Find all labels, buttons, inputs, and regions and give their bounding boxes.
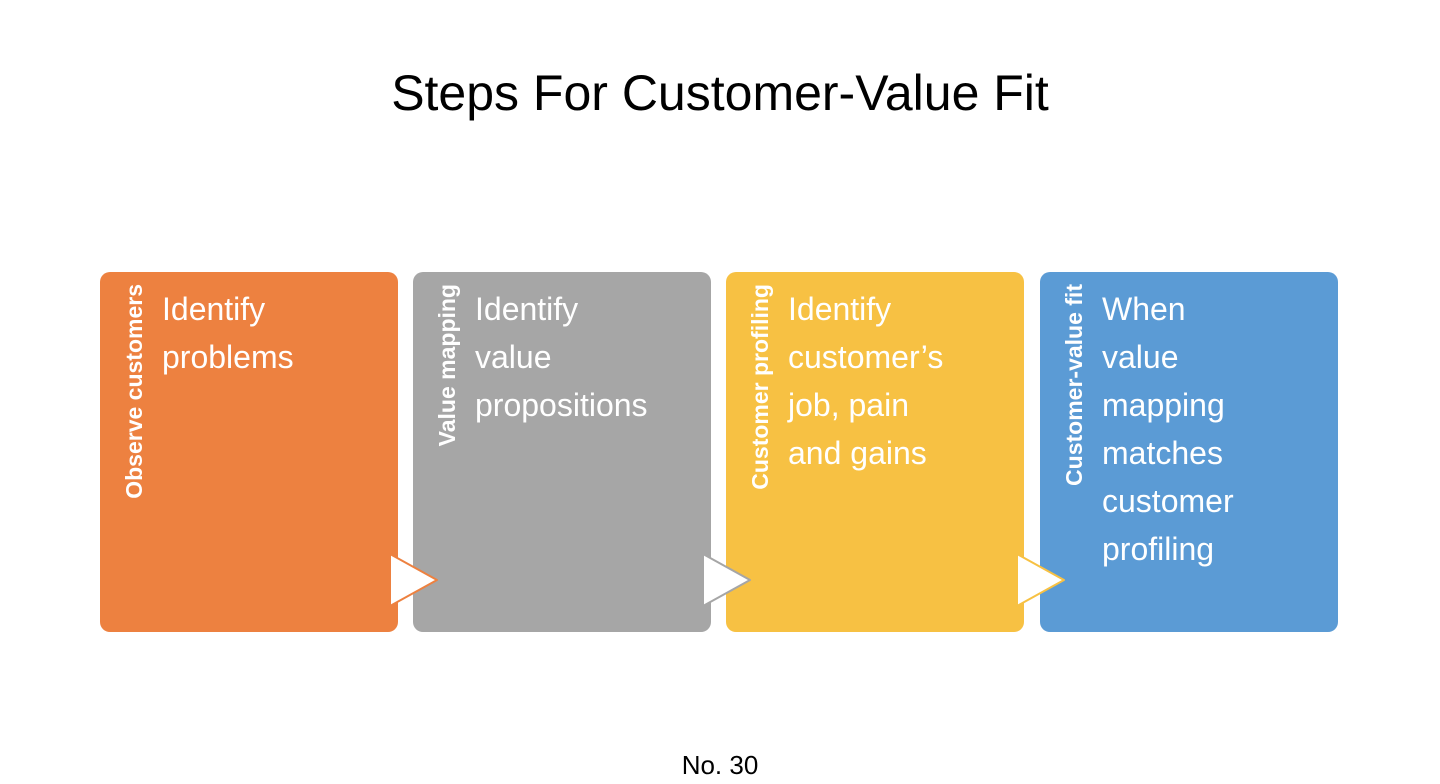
- arrow-right-icon: [1016, 553, 1065, 607]
- page-number: No. 30: [681, 750, 759, 780]
- arrow-right-icon: [702, 553, 751, 607]
- arrow-right-icon: [389, 553, 438, 607]
- step-vertical-label: Observe customers: [121, 284, 147, 499]
- slide-title: Steps For Customer-Value Fit: [391, 65, 1049, 121]
